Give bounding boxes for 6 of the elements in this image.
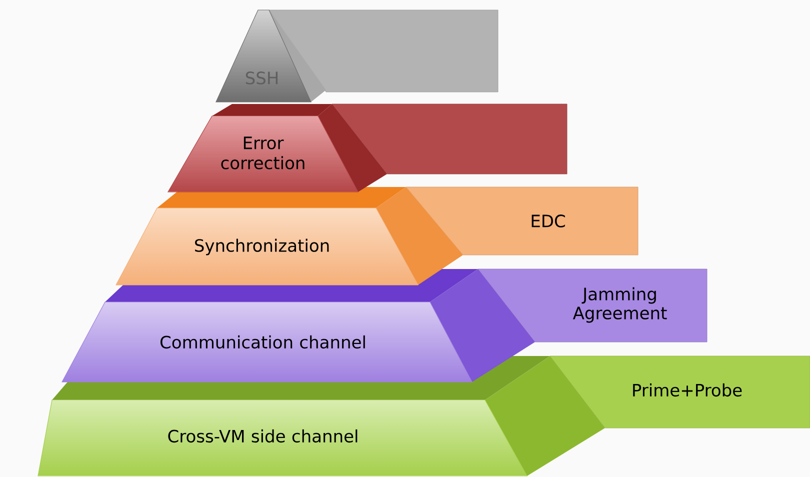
- side-band: Jamming Agreement: [478, 268, 708, 342]
- side-band: Prime+Probe: [550, 356, 810, 428]
- pyramid-layer: Synchronization: [116, 187, 463, 286]
- pyramid-layer: Communication channel: [62, 269, 535, 382]
- side-band: [332, 104, 568, 174]
- side-band: EDC: [406, 186, 638, 256]
